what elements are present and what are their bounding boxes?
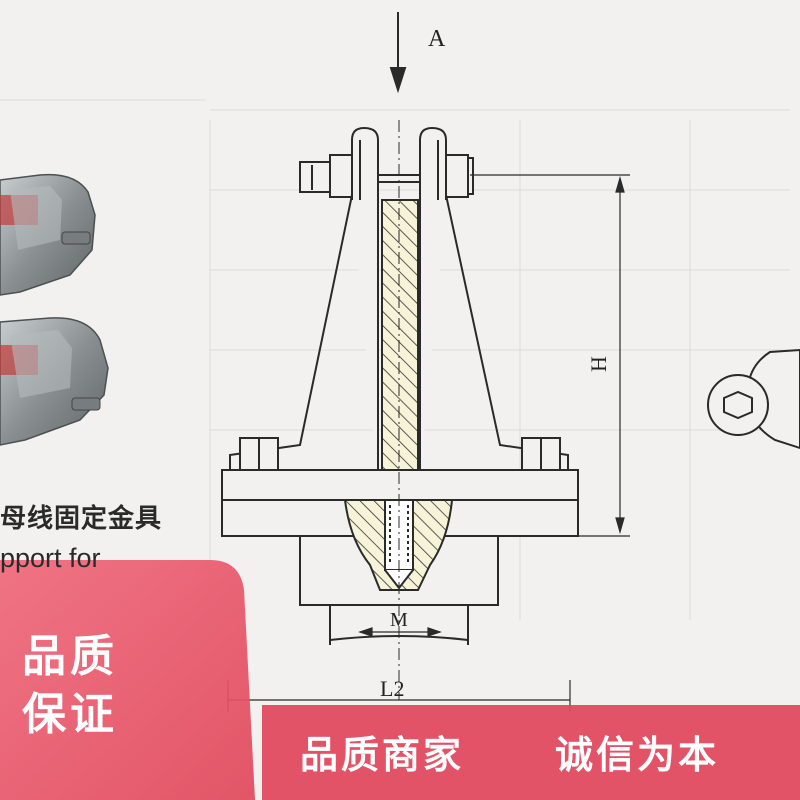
badge-line-2: 保证 bbox=[22, 689, 118, 740]
banner-right-text: 诚信为本 bbox=[555, 733, 720, 777]
height-label: H bbox=[586, 356, 611, 372]
chinese-caption-partial: 母线固定金具 bbox=[0, 504, 163, 534]
quality-badge-shape bbox=[0, 560, 255, 800]
english-caption-partial: pport for bbox=[0, 543, 101, 573]
dimension-lines bbox=[227, 174, 630, 712]
bolt-label: M bbox=[390, 609, 408, 631]
product-photo-bottom bbox=[0, 317, 109, 446]
badge-line-1: 品质 bbox=[22, 631, 118, 682]
banner-left-text: 品质商家 bbox=[300, 733, 465, 777]
length-label: L2 bbox=[380, 676, 404, 701]
clamp-drawing bbox=[221, 12, 579, 700]
side-view-ring bbox=[707, 348, 800, 450]
arrow-label: A bbox=[428, 26, 446, 52]
product-photo-top bbox=[0, 173, 96, 296]
bottom-banner bbox=[262, 705, 800, 800]
quality-badge: 品质 保证 bbox=[22, 628, 162, 744]
